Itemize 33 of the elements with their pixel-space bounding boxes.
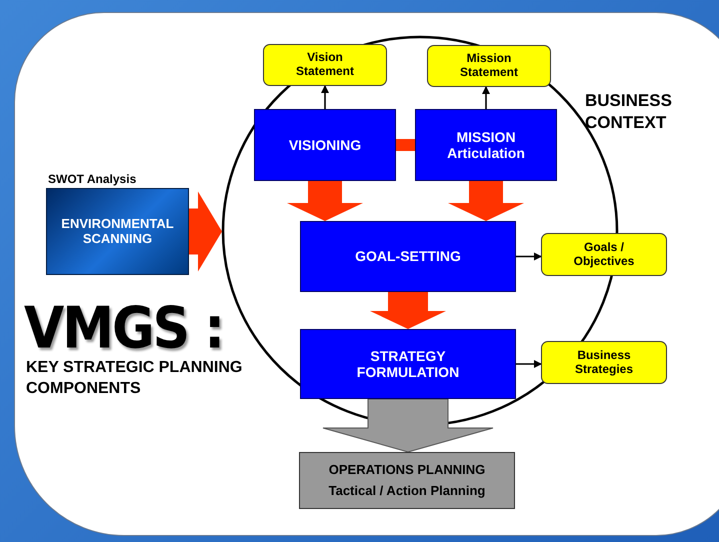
node-label: MISSION Articulation [446, 128, 526, 162]
process-box [299, 452, 515, 509]
connector-bar [396, 139, 415, 151]
context-label: BUSINESS CONTEXT [585, 90, 673, 134]
node-label: VISIONING [288, 136, 362, 154]
output-box [541, 233, 667, 276]
node-label: Vision Statement [294, 51, 355, 79]
arrow [482, 86, 490, 109]
arrow [516, 252, 542, 260]
process-box [300, 329, 516, 399]
process-box [415, 109, 557, 181]
node-label: STRATEGY FORMULATION [356, 348, 460, 380]
block-arrow [370, 292, 446, 329]
arrow [516, 360, 542, 368]
arrow [321, 85, 329, 109]
node-label: Business Strategies [574, 348, 634, 376]
node-label: GOAL-SETTING [354, 248, 462, 265]
node-label: OPERATIONS PLANNING [328, 462, 486, 478]
node-subtitle: Tactical / Action Planning [328, 484, 486, 498]
block-arrow [189, 192, 222, 272]
node-label: Goals / Objectives [572, 240, 636, 268]
node-label: Mission Statement [458, 52, 519, 80]
block-arrow [322, 398, 494, 453]
block-arrow [287, 181, 363, 221]
node-label: ENVIRONMENTAL SCANNING [60, 216, 175, 246]
process-box [300, 221, 516, 292]
output-box [427, 45, 551, 87]
output-box [541, 341, 667, 384]
process-box [254, 109, 396, 181]
input-box [46, 188, 189, 275]
node-caption: SWOT Analysis [48, 172, 136, 186]
block-arrow [448, 181, 524, 221]
output-box [263, 44, 387, 86]
